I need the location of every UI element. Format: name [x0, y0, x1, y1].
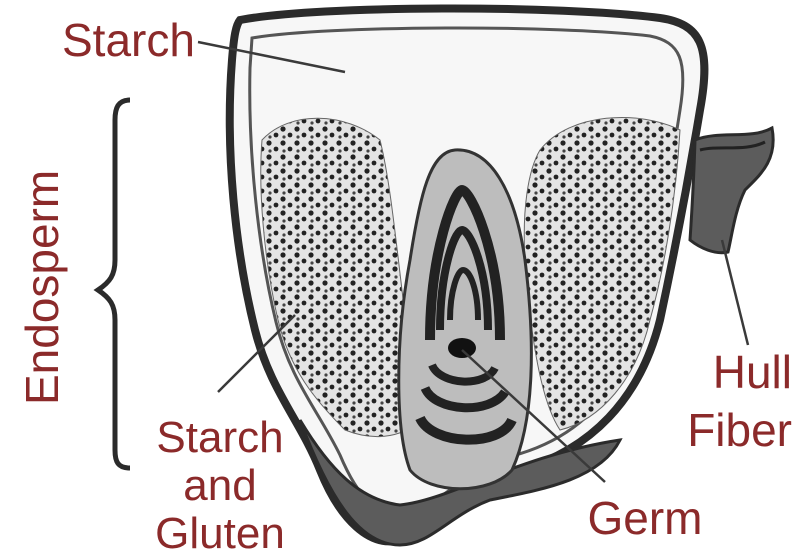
germ-core — [448, 338, 476, 358]
label-starch: Starch — [62, 14, 195, 66]
label-endosperm: Endosperm — [16, 170, 68, 405]
endosperm-bracket — [98, 100, 130, 468]
label-starch-gluten-line2: and — [183, 461, 256, 510]
hull-leader-line — [722, 240, 748, 345]
label-hull: Hull — [713, 346, 792, 398]
starch-gluten-region-right — [524, 117, 680, 430]
label-starch-gluten-line1: Starch — [156, 413, 283, 462]
label-germ: Germ — [588, 492, 703, 544]
label-fiber: Fiber — [687, 404, 792, 456]
label-starch-gluten-line3: Gluten — [155, 509, 285, 555]
